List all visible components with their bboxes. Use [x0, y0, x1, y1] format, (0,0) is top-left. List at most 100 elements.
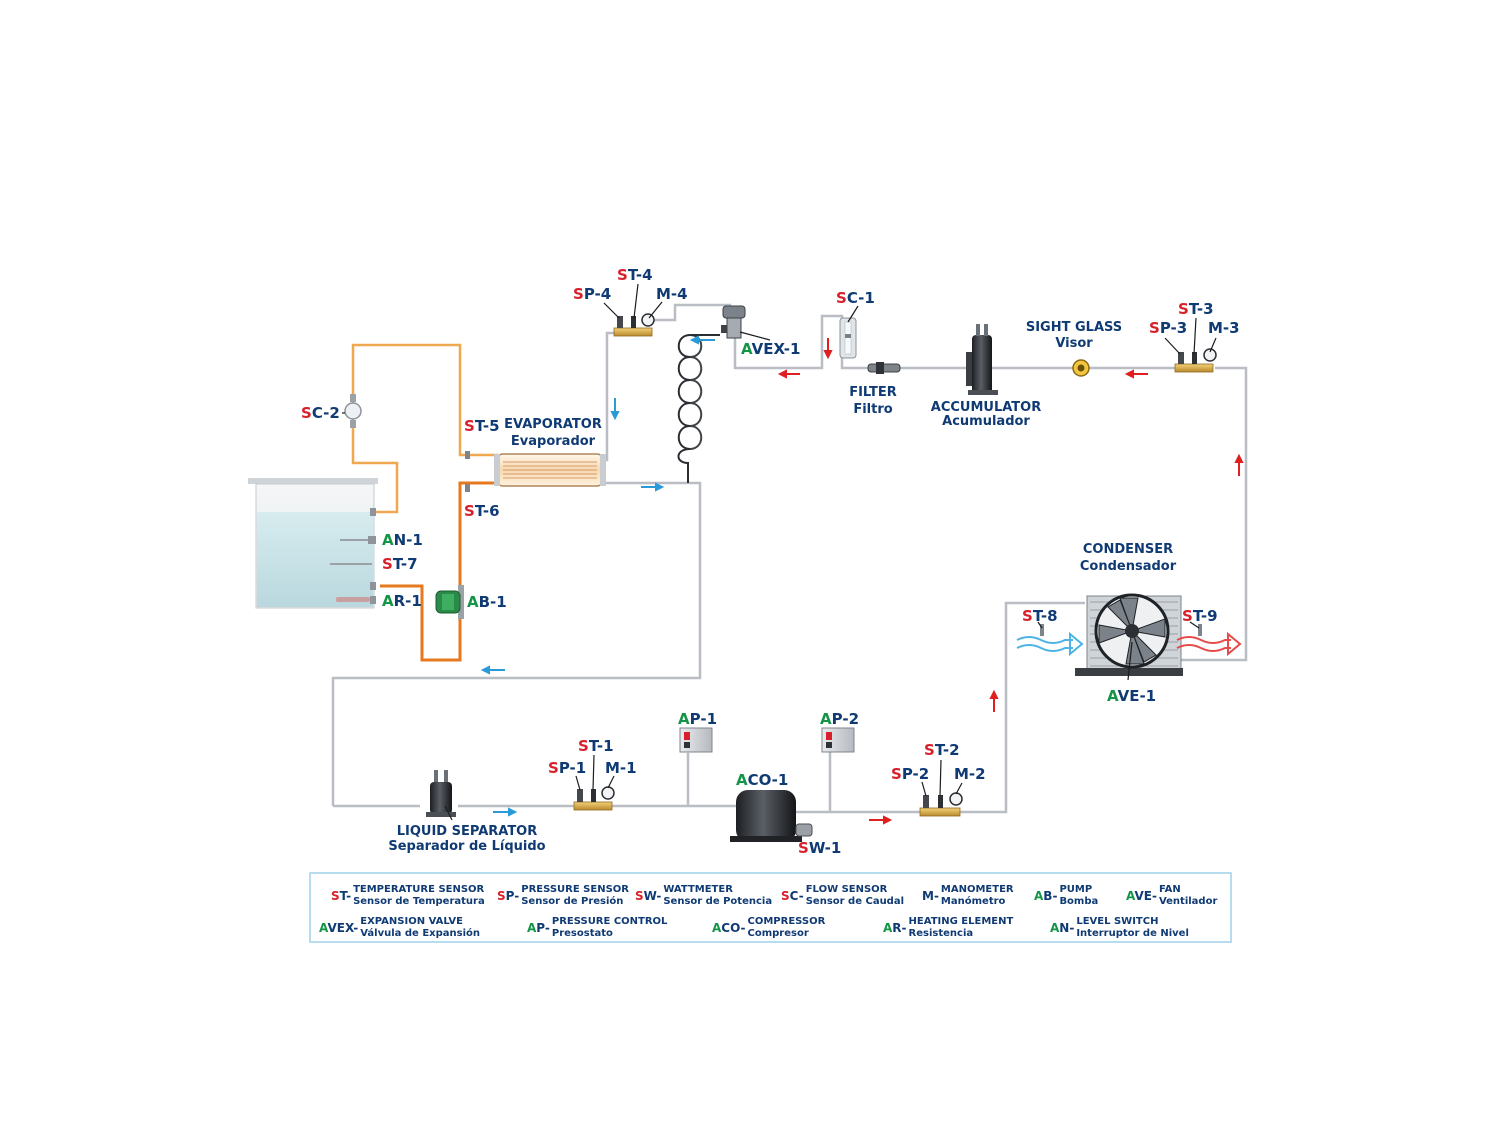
tag-aco1: ACO-1: [736, 771, 788, 789]
tag-st7: ST-7: [382, 555, 418, 573]
legend-label-es-9: Compresor: [748, 928, 809, 939]
tag-ab1: AB-1: [467, 593, 507, 611]
flow-arrows: [480, 335, 1244, 825]
tag-m2: M-2: [954, 765, 986, 783]
tag-labels: SP-4 ST-4 M-4 AVEX-1 SC-1 ST-3 SP-3 M-3 …: [301, 266, 1240, 857]
tag-sp4: SP-4: [573, 285, 611, 303]
filter-name-en: FILTER: [849, 385, 897, 400]
legend-label-en-7: EXPANSION VALVE: [360, 916, 463, 927]
tag-st3: ST-3: [1178, 300, 1214, 318]
legend-code-5: AB-: [1034, 889, 1057, 903]
accumulator-name-es: Acumulador: [942, 414, 1030, 429]
leader-lines: [342, 283, 1217, 821]
legend-label-es-4: Manómetro: [941, 895, 1006, 907]
condenser-name-en: CONDENSER: [1083, 542, 1173, 557]
tag-an1: AN-1: [382, 531, 423, 549]
manifold-3: [1174, 348, 1217, 373]
evaporator-name-en: EVAPORATOR: [504, 417, 602, 432]
tag-sp1: SP-1: [548, 759, 586, 777]
legend-code-0: ST-: [331, 889, 351, 903]
compressor-symbol: [730, 790, 813, 842]
sight-glass-name-es: Visor: [1055, 336, 1093, 351]
manifold-2: [919, 792, 963, 817]
legend-label-es-10: Resistencia: [909, 928, 974, 939]
tag-avex1: AVEX-1: [741, 340, 800, 358]
condenser-symbol: [1075, 593, 1183, 676]
manifold-1: [573, 786, 615, 811]
tag-m3: M-3: [1208, 319, 1240, 337]
liquid-separator-symbol: [426, 770, 456, 817]
sight-glass-symbol: [1072, 359, 1090, 377]
legend-code-11: AN-: [1050, 921, 1074, 935]
air-temperature-probes: [1040, 624, 1202, 636]
legend-label-es-11: Interruptor de Nivel: [1076, 928, 1189, 939]
tag-st4: ST-4: [617, 266, 653, 284]
tag-sc1: SC-1: [836, 289, 875, 307]
component-names: EVAPORATOR Evaporador FILTER Filtro ACCU…: [388, 320, 1176, 854]
filter-name-es: Filtro: [853, 402, 892, 417]
flow-sensor-sc2-symbol: [344, 394, 362, 428]
legend-code-7: AVEX-: [319, 921, 358, 935]
condenser-name-es: Condensador: [1080, 559, 1177, 574]
liquid-separator-name-es: Separador de Líquido: [388, 839, 545, 854]
tag-ar1: AR-1: [382, 592, 422, 610]
water-tank: [248, 478, 378, 609]
legend-code-4: M-: [922, 889, 939, 903]
legend-label-es-0: Sensor de Temperatura: [353, 896, 485, 907]
evaporator-sensor-taps: [465, 451, 470, 492]
legend-label-en-0: TEMPERATURE SENSOR: [353, 884, 484, 895]
expansion-valve-symbol: [721, 305, 746, 339]
legend-label-en-6: FAN: [1159, 884, 1181, 895]
accumulator-symbol: [966, 324, 998, 395]
tag-sp3: SP-3: [1149, 319, 1187, 337]
liquid-separator-name-en: LIQUID SEPARATOR: [397, 824, 538, 839]
tag-st1: ST-1: [578, 737, 614, 755]
sight-glass-name-en: SIGHT GLASS: [1026, 320, 1122, 335]
legend-label-en-8: PRESSURE CONTROL: [552, 916, 668, 927]
evaporator-symbol: [494, 453, 606, 487]
tag-ap2: AP-2: [820, 710, 859, 728]
legend-label-en-10: HEATING ELEMENT: [909, 916, 1014, 927]
legend-label-en-9: COMPRESSOR: [748, 916, 826, 927]
accumulator-name-en: ACCUMULATOR: [931, 400, 1041, 415]
legend-label-es-8: Presostato: [552, 928, 613, 939]
tank-fittings: [368, 508, 376, 604]
legend-label-es-6: Ventilador: [1159, 896, 1218, 907]
legend-label-en-5: PUMP: [1059, 884, 1092, 895]
manifold-4: [613, 313, 655, 337]
legend-label-en-2: WATTMETER: [663, 884, 733, 895]
tag-sw1: SW-1: [798, 839, 841, 857]
legend-code-3: SC-: [781, 889, 804, 903]
tag-sc2: SC-2: [301, 404, 340, 422]
tag-st2: ST-2: [924, 741, 960, 759]
legend-label-en-11: LEVEL SWITCH: [1076, 916, 1158, 927]
air-inlet-arrows: [1016, 631, 1084, 657]
legend-code-9: ACO-: [712, 921, 746, 935]
tag-m4: M-4: [656, 285, 688, 303]
tag-st6: ST-6: [464, 502, 500, 520]
legend-label-en-3: FLOW SENSOR: [806, 884, 888, 895]
tag-ave1: AVE-1: [1107, 687, 1156, 705]
legend-label-es-3: Sensor de Caudal: [806, 896, 904, 907]
legend-label-es-5: Bomba: [1059, 896, 1098, 907]
filter-symbol: [867, 362, 901, 374]
tag-sp2: SP-2: [891, 765, 929, 783]
legend-label-es-7: Válvula de Expansión: [360, 927, 480, 939]
legend-code-1: SP-: [497, 889, 519, 903]
evaporator-name-es: Evaporador: [511, 434, 596, 449]
legend-label-es-1: Sensor de Presión: [521, 895, 623, 907]
legend-code-6: AVE-: [1126, 889, 1157, 903]
pressure-control-ap2-symbol: [821, 727, 855, 753]
legend-code-2: SW-: [635, 889, 661, 903]
pressure-control-ap1-symbol: [679, 727, 713, 753]
tag-m1: M-1: [605, 759, 637, 777]
flow-sensor-sc1-symbol: [839, 317, 857, 359]
legend-box: [309, 872, 1232, 943]
tag-ap1: AP-1: [678, 710, 717, 728]
tag-st8: ST-8: [1022, 607, 1058, 625]
tag-st9: ST-9: [1182, 607, 1218, 625]
capillary-coil: [677, 334, 720, 483]
